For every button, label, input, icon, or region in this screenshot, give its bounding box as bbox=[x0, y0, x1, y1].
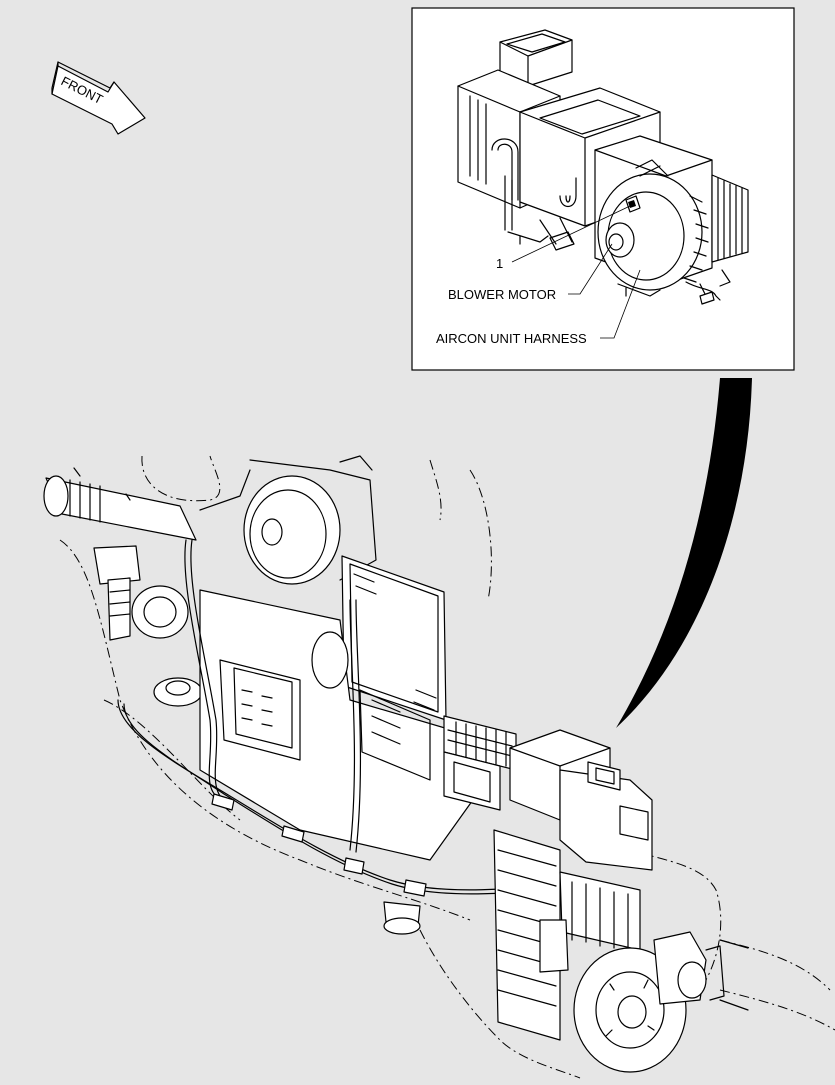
leader-blower-motor bbox=[568, 243, 613, 295]
leader-aircon-harness bbox=[600, 269, 641, 339]
engine-assembly-drawing bbox=[43, 455, 835, 1079]
detail-pointer-arrow bbox=[616, 378, 752, 728]
part-number-1-label: 1 bbox=[496, 256, 503, 271]
front-arrow-icon: FRONT bbox=[51, 61, 146, 135]
aircon-unit-harness-label: AIRCON UNIT HARNESS bbox=[436, 331, 587, 346]
blower-motor-label: BLOWER MOTOR bbox=[448, 287, 556, 302]
leader-part-1 bbox=[511, 205, 631, 263]
detail-view-panel: 1 BLOWER MOTOR AIRCON UNIT HARNESS bbox=[411, 7, 795, 371]
aircon-unit-drawing bbox=[457, 29, 749, 305]
